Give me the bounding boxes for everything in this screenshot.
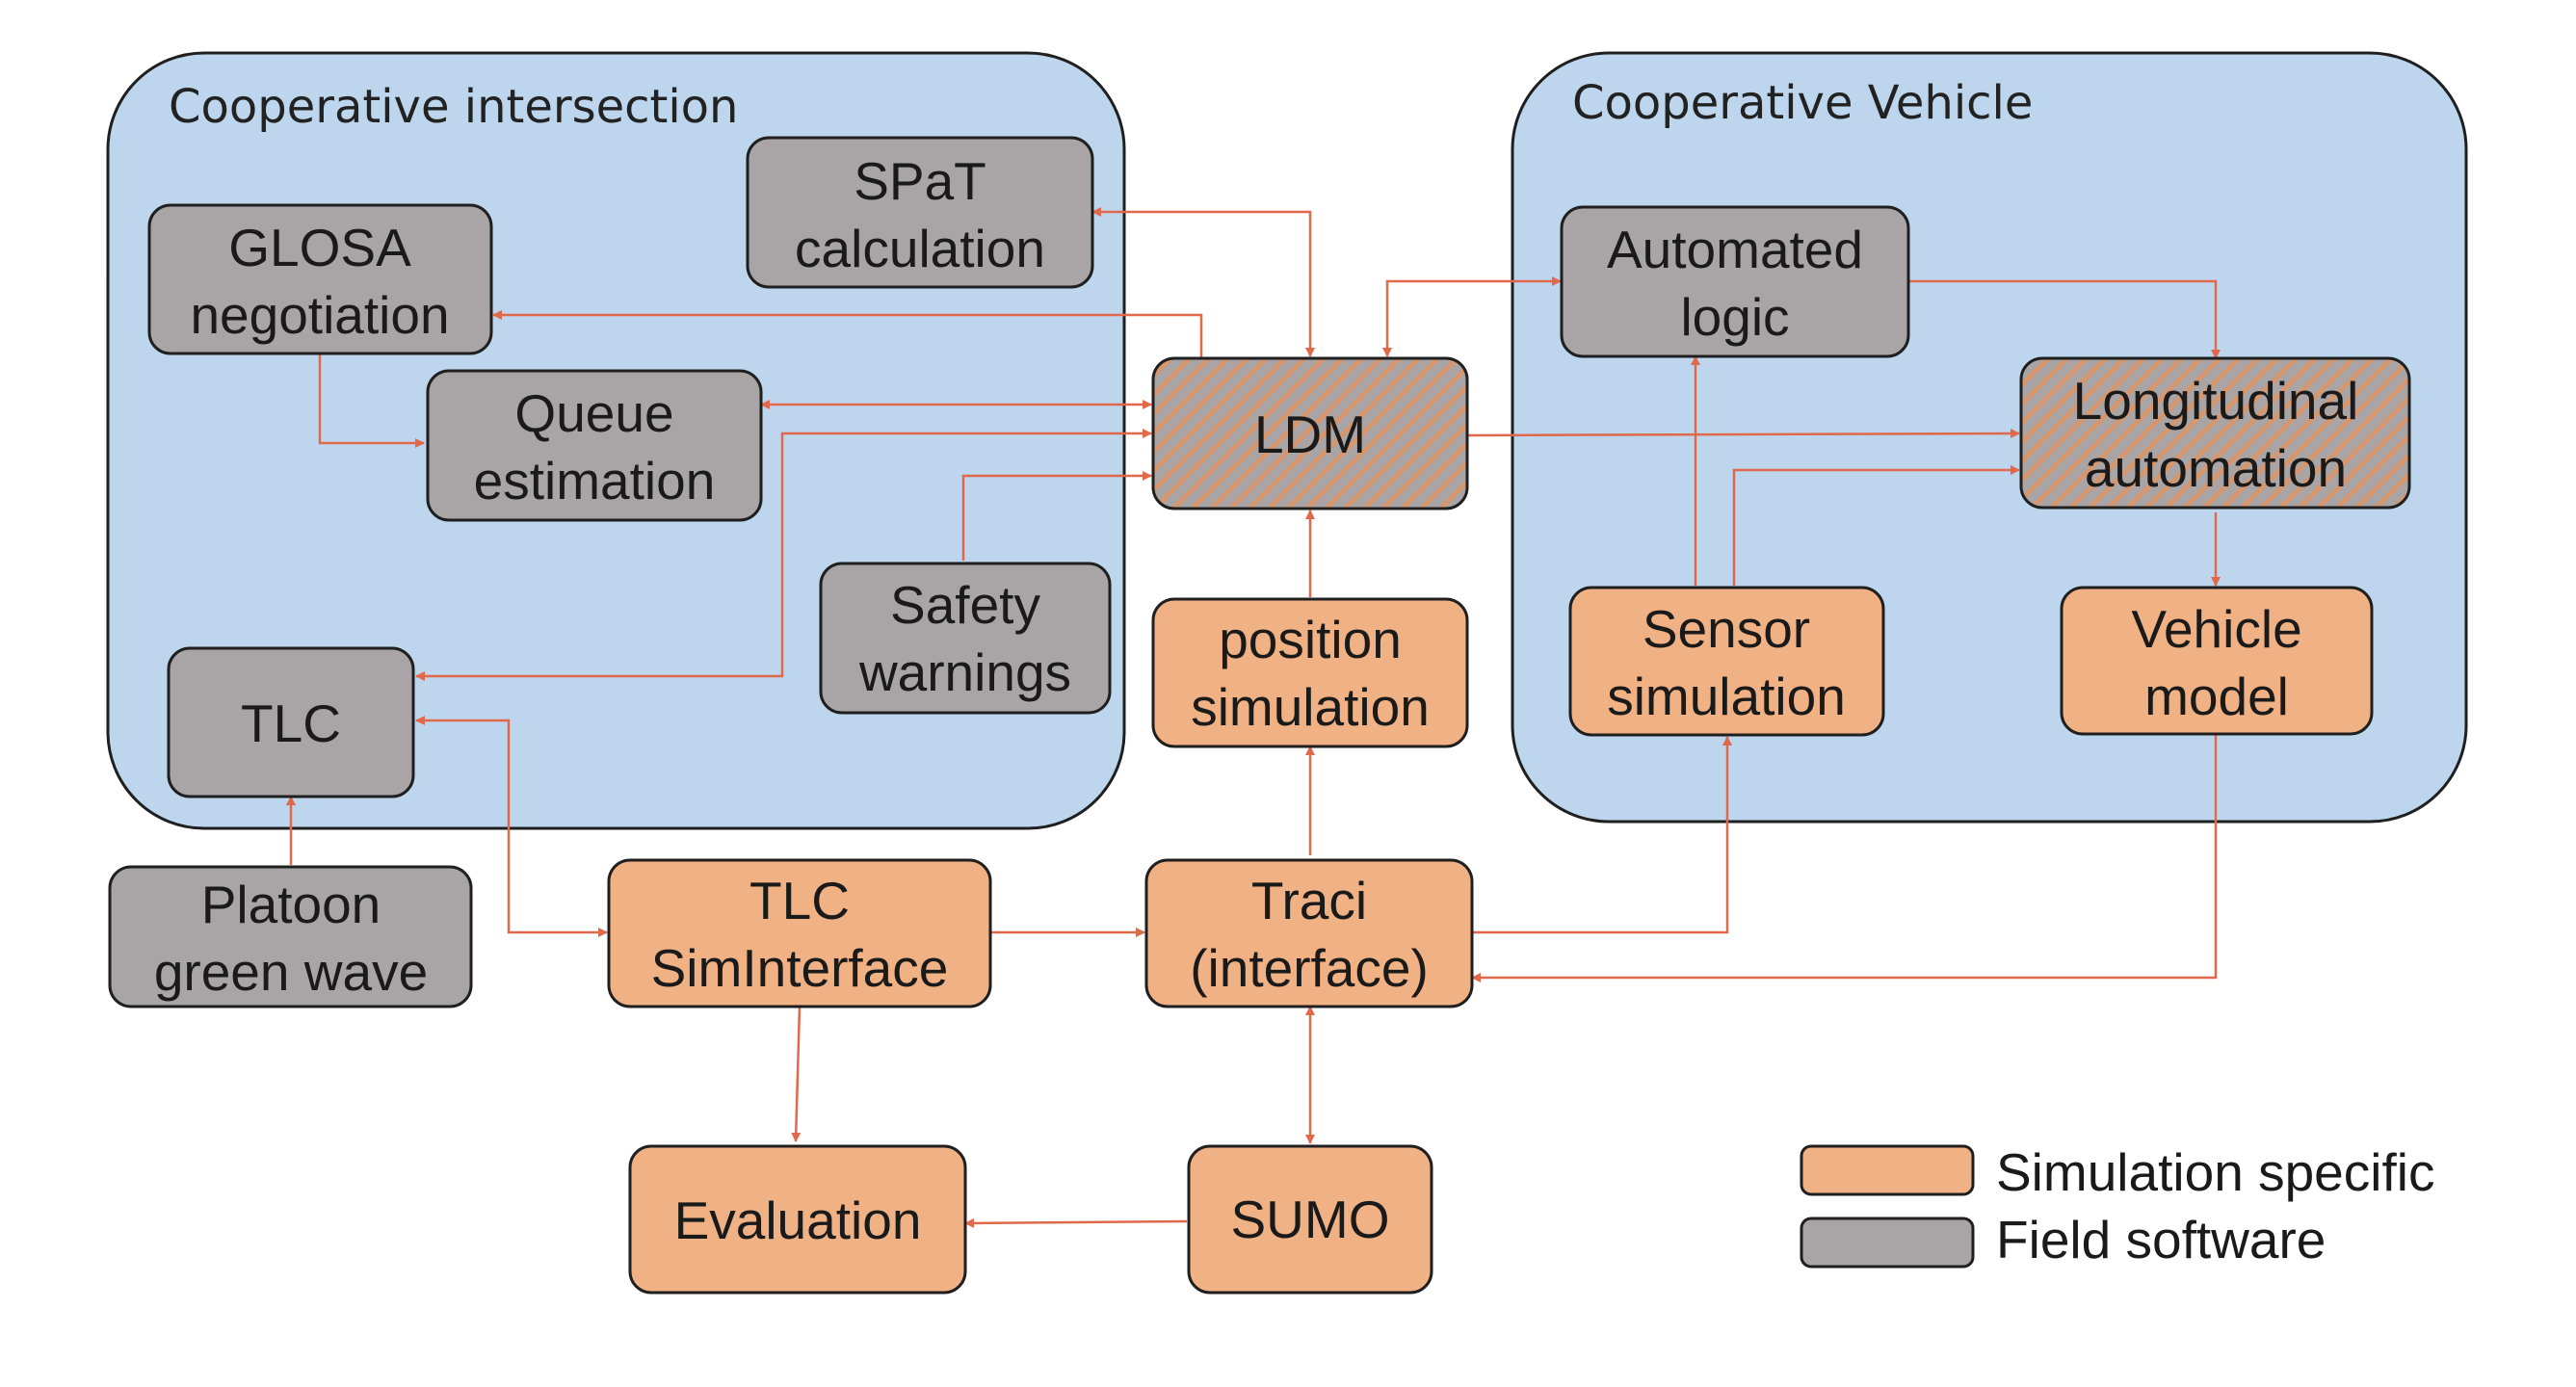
legend-swatch-simulation [1800,1144,1975,1196]
node-sumo-label: SUMO [1231,1190,1390,1249]
region-label-vehicle: Cooperative Vehicle [1572,76,2033,130]
node-sensor-line-2: simulation [1607,667,1846,726]
node-longitudinal-automation: Longitudinal automation [2019,356,2411,510]
node-glosa-line-2: negotiation [190,285,449,345]
connector-sensor-longitudinal [1732,465,2020,586]
connector-tlc-siminterface [415,716,608,937]
node-traci-line-1: Traci [1251,871,1367,930]
node-tlc-label: TLC [241,694,341,753]
connector-vehicle-traci [1471,734,2218,982]
connector-traci-sensor [1472,736,1732,934]
connectors [286,207,2221,1228]
node-position-line-1: position [1219,610,1402,669]
node-longitudinal-line-1: Longitudinal [2073,371,2359,431]
node-tlc-sim-line-2: SimInterface [651,938,949,998]
node-automated-logic: Automated logic [1560,205,1910,358]
node-position-simulation: position simulation [1151,597,1469,748]
node-spat-line-1: SPaT [854,151,986,211]
node-queue-line-2: estimation [474,451,716,510]
connector-ldm-glosa [492,310,1203,358]
node-traci-interface: Traci (interface) [1144,858,1474,1008]
node-traci-line-2: (interface) [1190,938,1429,998]
node-safety-line-1: Safety [890,575,1040,635]
node-glosa-line-1: GLOSA [228,218,411,277]
node-platoon-line-2: green wave [154,942,428,1002]
legend-swatch-field [1800,1217,1975,1269]
connector-glosa-queue [318,353,425,448]
node-sumo: SUMO [1187,1144,1433,1295]
node-sensor-line-1: Sensor [1643,599,1810,659]
connector-ldm-automated [1382,276,1562,357]
node-evaluation: Evaluation [628,1144,967,1295]
node-spat-calculation: SPaT calculation [746,136,1094,289]
connector-ldm-tlc [415,429,1152,681]
node-safety-warnings: Safety warnings [819,562,1112,715]
node-tlc: TLC [167,646,415,798]
legend-label-simulation: Simulation specific [1996,1142,2434,1202]
node-glosa-negotiation: GLOSA negotiation [147,203,493,355]
node-sensor-simulation: Sensor simulation [1568,586,1885,737]
node-position-line-2: simulation [1191,677,1430,737]
node-ldm: LDM [1151,356,1469,510]
node-automated-line-1: Automated [1607,220,1863,279]
legend-label-field: Field software [1996,1210,2326,1269]
node-queue-line-1: Queue [514,383,673,443]
connector-safety-ldm [961,471,1152,561]
node-vehicle-model: Vehicle model [2060,586,2374,736]
node-queue-estimation: Queue estimation [426,369,763,522]
node-vehicle-line-1: Vehicle [2131,599,2301,659]
connector-ldm-longitudinal [1466,429,2020,439]
connector-automated-longitudinal [1907,279,2221,359]
region-label-intersection: Cooperative intersection [169,80,738,134]
node-safety-line-2: warnings [858,642,1071,702]
node-tlc-sim-line-1: TLC [749,871,850,930]
node-longitudinal-line-2: automation [2085,438,2347,498]
legend: Simulation specific Field software [1800,1142,2434,1269]
node-vehicle-line-2: model [2144,667,2289,726]
connector-sumo-evaluation [964,1217,1188,1228]
node-automated-line-2: logic [1680,287,1789,347]
node-spat-line-2: calculation [795,219,1045,278]
node-ldm-label: LDM [1254,405,1366,464]
node-platoon-green-wave: Platoon green wave [108,865,473,1008]
node-platoon-line-1: Platoon [201,875,381,934]
node-evaluation-label: Evaluation [674,1191,922,1250]
connector-spat-ldm [1091,207,1315,357]
node-tlc-siminterface: TLC SimInterface [607,858,992,1008]
connector-siminterface-evaluation [791,1006,802,1142]
